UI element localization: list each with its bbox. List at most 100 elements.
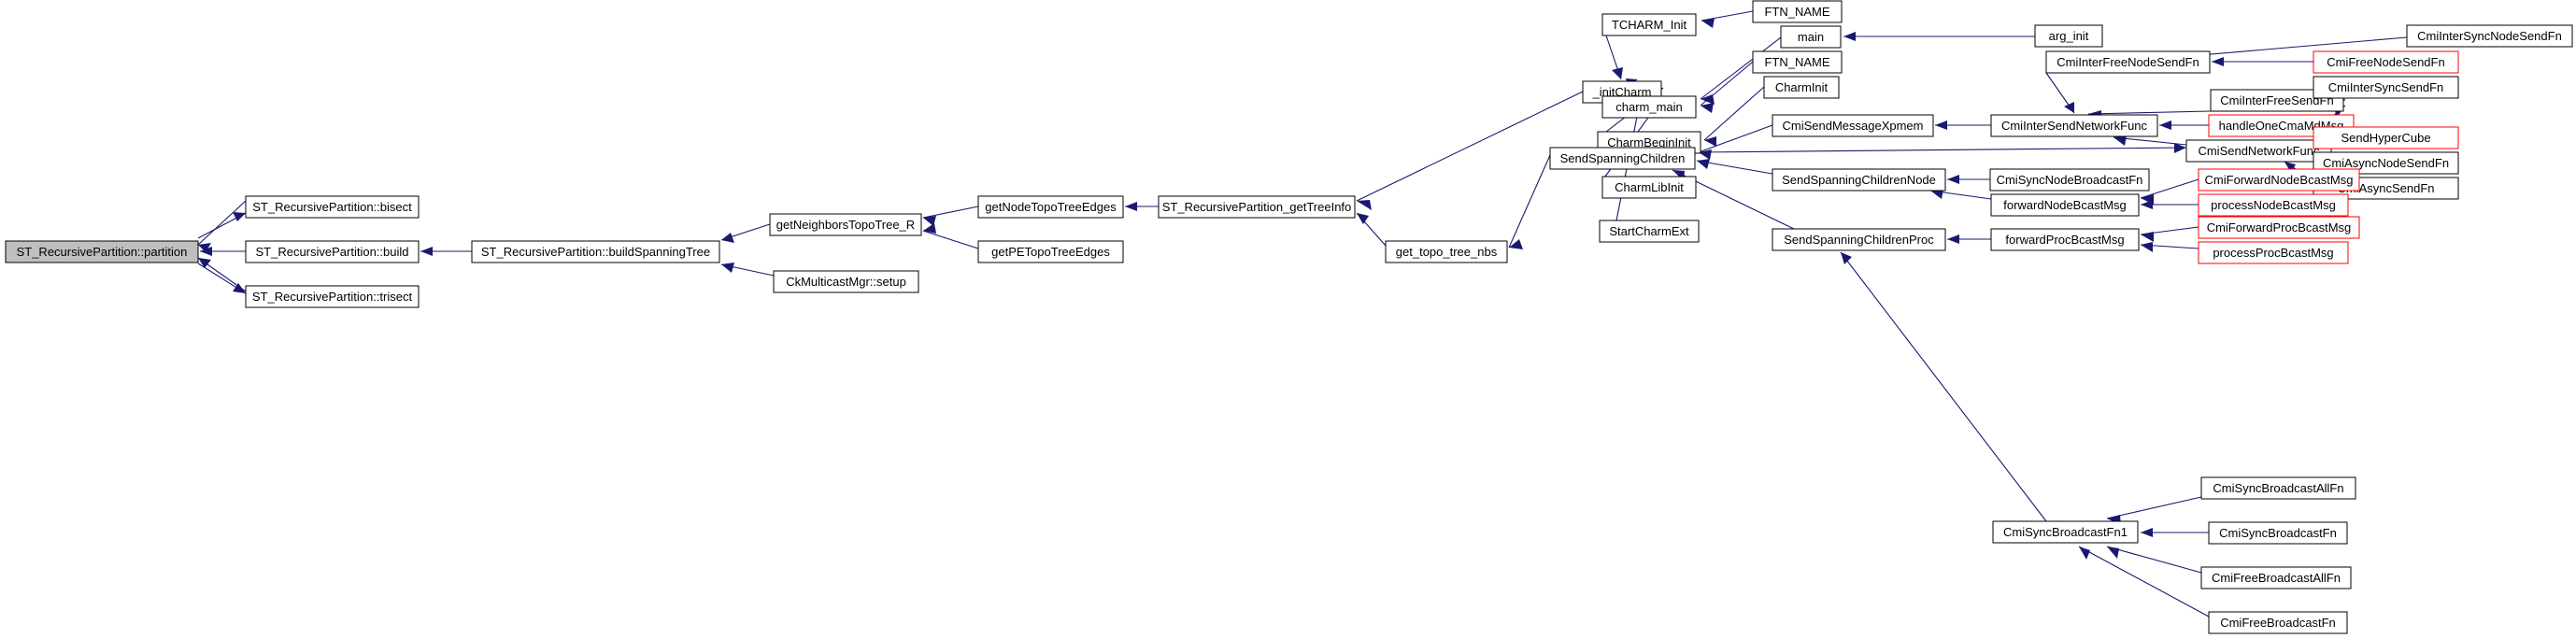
- graph-node-startcharmext[interactable]: StartCharmExt: [1599, 220, 1700, 243]
- graph-node-st-recursivepartition-partition[interactable]: ST_RecursivePartition::partition: [5, 240, 199, 263]
- node-box[interactable]: [2208, 611, 2348, 634]
- graph-node-cmiforwardnodebcastmsg[interactable]: CmiForwardNodeBcastMsg: [2198, 168, 2360, 192]
- node-box[interactable]: [245, 285, 420, 308]
- graph-node-getneighborstopotree-r[interactable]: getNeighborsTopoTree_R: [769, 213, 922, 236]
- graph-node-cmisyncbroadcastallfn[interactable]: CmiSyncBroadcastAllFn: [2200, 476, 2356, 500]
- graph-node-cmiintersyncsendfn[interactable]: CmiInterSyncSendFn: [2313, 76, 2459, 99]
- graph-node-get-topo-tree-nbs[interactable]: get_topo_tree_nbs: [1385, 240, 1508, 263]
- graph-node-ftn-name[interactable]: FTN_NAME: [1752, 50, 1843, 74]
- node-box[interactable]: [977, 195, 1124, 219]
- graph-node-st-recursivepartition-build[interactable]: ST_RecursivePartition::build: [245, 240, 420, 263]
- graph-node-st-recursivepartition-buildspanningtree[interactable]: ST_RecursivePartition::buildSpanningTree: [471, 240, 720, 263]
- node-box[interactable]: [1992, 520, 2139, 544]
- node-box[interactable]: [2198, 216, 2360, 239]
- graph-node-charminit[interactable]: CharmInit: [1763, 76, 1840, 99]
- graph-node-st-recursivepartition-gettreeinfo[interactable]: ST_RecursivePartition_getTreeInfo: [1158, 195, 1356, 219]
- node-box[interactable]: [1772, 228, 1946, 251]
- edge-arrowhead: [721, 233, 734, 243]
- node-label: CmiForwardProcBcastMsg: [2207, 220, 2352, 234]
- graph-node-getpetopotreeedges[interactable]: getPETopoTreeEdges: [977, 240, 1124, 263]
- node-box[interactable]: [1385, 240, 1508, 263]
- node-box[interactable]: [769, 213, 922, 236]
- node-box[interactable]: [2406, 24, 2573, 48]
- graph-node-cmiinterfreesendfn[interactable]: CmiInterFreeSendFn: [2210, 89, 2344, 112]
- node-box[interactable]: [2198, 193, 2349, 217]
- graph-node-tcharm-init[interactable]: TCHARM_Init: [1601, 13, 1697, 36]
- node-box[interactable]: [2208, 521, 2348, 545]
- node-label: CharmBeginInit: [1607, 135, 1691, 149]
- node-label: FTN_NAME: [1764, 5, 1829, 19]
- graph-node-cmiforwardprocbcastmsg[interactable]: CmiForwardProcBcastMsg: [2198, 216, 2360, 239]
- graph-node-getnodetopotreeedges[interactable]: getNodeTopoTreeEdges: [977, 195, 1124, 219]
- graph-node-ftn-name[interactable]: FTN_NAME: [1752, 0, 1843, 23]
- node-box[interactable]: [2200, 476, 2356, 500]
- node-box[interactable]: [2034, 24, 2103, 48]
- graph-node-processnodebcastmsg[interactable]: processNodeBcastMsg: [2198, 193, 2349, 217]
- graph-node-cmisyncbroadcastfn1[interactable]: CmiSyncBroadcastFn1: [1992, 520, 2139, 544]
- graph-node-cmiinterfreenodesendfn[interactable]: CmiInterFreeNodeSendFn: [2045, 50, 2211, 74]
- node-box[interactable]: [2313, 126, 2459, 149]
- node-box[interactable]: [1752, 50, 1843, 74]
- node-label: ST_RecursivePartition_getTreeInfo: [1162, 200, 1352, 214]
- graph-node-cmifreebroadcastallfn[interactable]: CmiFreeBroadcastAllFn: [2200, 566, 2352, 589]
- node-box[interactable]: [2200, 566, 2352, 589]
- node-box[interactable]: [1601, 13, 1697, 36]
- graph-node-sendspanningchildren[interactable]: SendSpanningChildren: [1549, 147, 1696, 170]
- edge-arrowhead: [1701, 103, 1714, 113]
- graph-node-cmiintersyncnodesendfn[interactable]: CmiInterSyncNodeSendFn: [2406, 24, 2573, 48]
- graph-node-cmisyncbroadcastfn[interactable]: CmiSyncBroadcastFn: [2208, 521, 2348, 545]
- node-box[interactable]: [245, 240, 420, 263]
- graph-node-arg-init[interactable]: arg_init: [2034, 24, 2103, 48]
- graph-node-st-recursivepartition-bisect[interactable]: ST_RecursivePartition::bisect: [245, 195, 420, 219]
- graph-node-main[interactable]: main: [1780, 25, 1842, 49]
- graph-node-cmisyncnodebroadcastfn[interactable]: CmiSyncNodeBroadcastFn: [1989, 168, 2150, 192]
- graph-node-cmiintersendnetworkfunc[interactable]: CmiInterSendNetworkFunc: [1990, 114, 2158, 137]
- call-edge: [720, 223, 771, 243]
- node-box[interactable]: [1158, 195, 1356, 219]
- node-box[interactable]: [1763, 76, 1840, 99]
- call-edge: [1840, 251, 2047, 522]
- graph-node-charm-main[interactable]: charm_main: [1601, 95, 1697, 119]
- node-box[interactable]: [1549, 147, 1696, 170]
- node-box[interactable]: [2210, 89, 2344, 112]
- graph-node-ckmulticastmgr-setup[interactable]: CkMulticastMgr::setup: [773, 270, 919, 293]
- node-box[interactable]: [977, 240, 1124, 263]
- node-box[interactable]: [1990, 228, 2140, 251]
- graph-node-sendspanningchildrennode[interactable]: SendSpanningChildrenNode: [1772, 168, 1946, 192]
- graph-node-processprocbcastmsg[interactable]: processProcBcastMsg: [2198, 241, 2349, 264]
- graph-node-cmisendmessagexpmem[interactable]: CmiSendMessageXpmem: [1772, 114, 1934, 137]
- edge-arrowhead: [1125, 202, 1137, 211]
- node-box[interactable]: [245, 195, 420, 219]
- node-box[interactable]: [1990, 114, 2158, 137]
- node-box[interactable]: [1772, 114, 1934, 137]
- graph-node-cmifreebroadcastfn[interactable]: CmiFreeBroadcastFn: [2208, 611, 2348, 634]
- graph-node-forwardnodebcastmsg[interactable]: forwardNodeBcastMsg: [1990, 193, 2140, 217]
- node-box[interactable]: [1752, 0, 1843, 23]
- node-box[interactable]: [2313, 76, 2459, 99]
- node-box[interactable]: [2313, 50, 2459, 74]
- node-box[interactable]: [1599, 220, 1700, 243]
- node-box[interactable]: [5, 240, 199, 263]
- edge-arrowhead: [1843, 32, 1856, 41]
- node-box[interactable]: [471, 240, 720, 263]
- graph-node-cmisendnetworkfunc[interactable]: CmiSendNetworkFunc: [2185, 139, 2332, 163]
- node-box[interactable]: [1989, 168, 2150, 192]
- node-box[interactable]: [1601, 95, 1697, 119]
- graph-node-cmiasyncnodesendfn[interactable]: CmiAsyncNodeSendFn: [2313, 151, 2459, 175]
- node-box[interactable]: [1780, 25, 1842, 49]
- node-box[interactable]: [2198, 241, 2349, 264]
- graph-node-forwardprocbcastmsg[interactable]: forwardProcBcastMsg: [1990, 228, 2140, 251]
- graph-node-st-recursivepartition-trisect[interactable]: ST_RecursivePartition::trisect: [245, 285, 420, 308]
- node-box[interactable]: [2185, 139, 2332, 163]
- node-box[interactable]: [1601, 176, 1697, 199]
- graph-node-charmlibinit[interactable]: CharmLibInit: [1601, 176, 1697, 199]
- graph-node-cmifreenodesendfn[interactable]: CmiFreeNodeSendFn: [2313, 50, 2459, 74]
- graph-node-sendhypercube[interactable]: SendHyperCube: [2313, 126, 2459, 149]
- node-box[interactable]: [2313, 151, 2459, 175]
- node-box[interactable]: [1990, 193, 2140, 217]
- node-box[interactable]: [773, 270, 919, 293]
- graph-node-sendspanningchildrenproc[interactable]: SendSpanningChildrenProc: [1772, 228, 1946, 251]
- node-box[interactable]: [1772, 168, 1946, 192]
- node-box[interactable]: [2045, 50, 2211, 74]
- node-box[interactable]: [2198, 168, 2360, 192]
